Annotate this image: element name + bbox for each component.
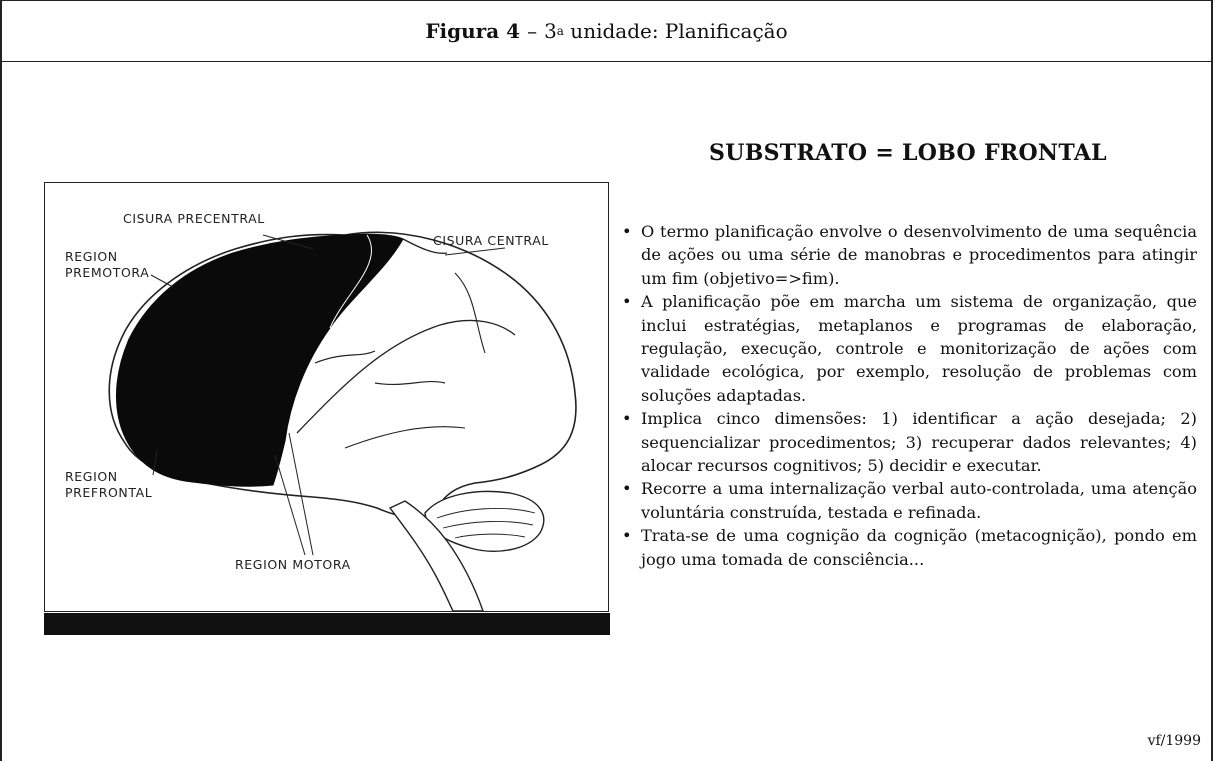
figure-label: Figura 4 — [425, 18, 521, 43]
brain-figure: CISURA PRECENTRAL CISURA CENTRAL REGION … — [44, 182, 610, 636]
figure-black-bar — [44, 613, 610, 635]
label-cisura-precentral: CISURA PRECENTRAL — [123, 211, 265, 226]
list-item: • Implica cinco dimensões: 1) identificar… — [622, 407, 1197, 477]
brain-drawing — [108, 231, 577, 611]
list-item: • Trata-se de uma cognição da cognição (m… — [622, 524, 1197, 571]
bullet-list: • O termo planificação envolve o desenvol… — [622, 220, 1197, 571]
bullet-marker: • — [622, 409, 632, 429]
caption-text: unidade: Planificação — [563, 18, 788, 43]
list-item: • Recorre a uma internalização verbal aut… — [622, 477, 1197, 524]
caption-dash: – — [527, 18, 538, 43]
label-cisura-central: CISURA CENTRAL — [433, 233, 549, 248]
bullet-marker: • — [622, 292, 632, 312]
label-region-premotora-line1: REGION — [65, 249, 118, 264]
frontal-lobe-shaded — [115, 233, 404, 487]
caption-number: 3 — [544, 18, 557, 43]
bullet-text: Trata-se de uma cognição da cognição (me… — [641, 526, 1197, 569]
footer-version: vf/1999 — [1147, 733, 1201, 749]
label-region-prefrontal-line2: PREFRONTAL — [65, 485, 153, 500]
brain-illustration: CISURA PRECENTRAL CISURA CENTRAL REGION … — [44, 182, 609, 612]
list-item: • A planificação põe em marcha um sistema… — [622, 290, 1197, 407]
cerebellum — [424, 490, 545, 552]
label-region-premotora-line2: PREMOTORA — [65, 265, 150, 280]
bullet-text: Implica cinco dimensões: 1) identificar … — [641, 409, 1197, 476]
bullet-text: Recorre a uma internalização verbal auto… — [641, 479, 1197, 522]
list-item: • O termo planificação envolve o desenvol… — [622, 220, 1197, 290]
bullet-text: A planificação põe em marcha um sistema … — [641, 292, 1197, 405]
label-region-prefrontal-line1: REGION — [65, 469, 118, 484]
bullet-marker: • — [622, 526, 632, 546]
section-heading: SUBSTRATO = LOBO FRONTAL — [709, 140, 1107, 166]
brainstem — [388, 500, 484, 611]
bullet-marker: • — [622, 222, 632, 241]
bullet-marker: • — [622, 479, 632, 499]
bullet-text: O termo planificação envolve o desenvolv… — [641, 222, 1197, 288]
label-region-motora: REGION MOTORA — [235, 557, 351, 572]
